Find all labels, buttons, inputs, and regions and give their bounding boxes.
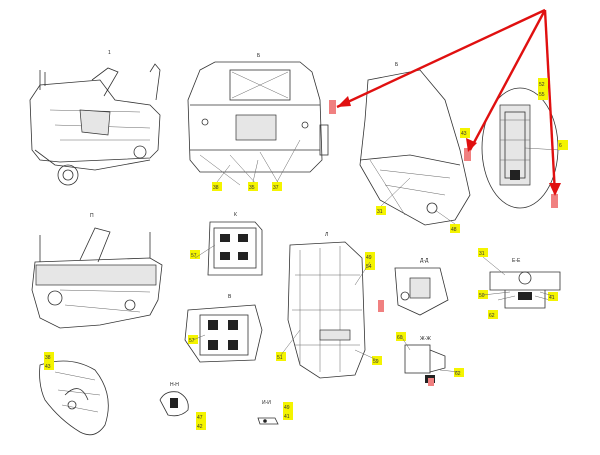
drawing-view-side-right-top: Б bbox=[359, 62, 471, 226]
callout-22: 49 41 bbox=[283, 402, 293, 420]
arrow-to-side-view bbox=[468, 9, 547, 151]
marker-section-ZhZh bbox=[428, 378, 434, 386]
callout-18: 62 bbox=[454, 368, 464, 377]
callout-1: 52 55 bbox=[538, 78, 548, 100]
drawing-view-section-II: И-И bbox=[257, 400, 279, 425]
svg-text:38: 38 bbox=[213, 185, 219, 191]
svg-text:31: 31 bbox=[377, 209, 383, 215]
view-label-2: Б bbox=[257, 53, 261, 59]
drawing-view-section-EE: Е-Е bbox=[489, 258, 561, 309]
callout-21: 47 42 bbox=[196, 412, 206, 430]
svg-text:49: 49 bbox=[366, 255, 372, 261]
svg-text:57: 57 bbox=[189, 338, 195, 344]
callout-8: 48 bbox=[450, 224, 460, 233]
marker-side-view bbox=[464, 148, 471, 161]
arrow-to-rear-view bbox=[336, 8, 546, 109]
callout-12: 50 bbox=[478, 290, 488, 299]
drawing-view-control-panel-lower: В bbox=[184, 294, 263, 363]
arrow-head-oval bbox=[549, 183, 561, 196]
svg-text:51: 51 bbox=[277, 355, 283, 361]
view-label-9: Е-Е bbox=[512, 258, 521, 264]
svg-text:59: 59 bbox=[373, 359, 379, 365]
callout-6: 37 bbox=[272, 182, 282, 191]
callout-10: 49 54 bbox=[365, 252, 375, 270]
svg-text:60: 60 bbox=[397, 335, 403, 341]
view-label-4: П bbox=[90, 213, 94, 219]
svg-text:35: 35 bbox=[249, 185, 255, 191]
svg-text:41: 41 bbox=[284, 414, 290, 420]
view-label-8: Д-Д bbox=[420, 258, 429, 264]
callout-19: 38 43 bbox=[44, 352, 54, 370]
leader-lines bbox=[192, 139, 554, 373]
drawing-view-side-left-middle: П bbox=[31, 213, 163, 329]
svg-text:54: 54 bbox=[366, 264, 372, 270]
callout-17: 60 bbox=[396, 332, 406, 341]
callout-15: 57 bbox=[188, 335, 198, 344]
marker-tall-panel bbox=[378, 300, 384, 312]
view-label-6: В bbox=[228, 294, 232, 300]
svg-text:42: 42 bbox=[197, 424, 203, 430]
drawing-view-side-left-top: 1 bbox=[29, 50, 161, 186]
view-label-5: К bbox=[234, 212, 237, 218]
svg-text:50: 50 bbox=[479, 293, 485, 299]
callout-14: 41 bbox=[548, 292, 558, 301]
svg-text:31: 31 bbox=[479, 251, 485, 257]
arrow-head-rear bbox=[337, 96, 351, 107]
marker-detail-oval bbox=[551, 194, 558, 208]
view-label-11: Н-Н bbox=[170, 382, 179, 388]
drawing-view-control-panel-upper: К bbox=[207, 212, 263, 276]
drawing-view-section-NN: Н-Н bbox=[159, 382, 189, 417]
callout-20: 59 bbox=[372, 356, 382, 365]
drawing-view-section-DD: Д-Д bbox=[394, 258, 449, 316]
svg-text:49: 49 bbox=[284, 405, 290, 411]
svg-text:48: 48 bbox=[451, 227, 457, 233]
red-markers bbox=[329, 100, 558, 386]
arrow-to-detail-oval bbox=[543, 9, 557, 195]
callout-13: 62 bbox=[488, 310, 498, 319]
drawing-view-detail-bottom-left bbox=[39, 360, 109, 436]
svg-text:38: 38 bbox=[45, 355, 51, 361]
red-arrows bbox=[336, 8, 561, 196]
svg-text:62: 62 bbox=[489, 313, 495, 319]
view-label-3: Б bbox=[395, 62, 399, 68]
svg-text:55: 55 bbox=[539, 92, 545, 98]
svg-text:47: 47 bbox=[197, 415, 203, 421]
callout-3: 6 bbox=[558, 140, 568, 150]
svg-text:52: 52 bbox=[539, 82, 545, 88]
svg-text:43: 43 bbox=[461, 131, 467, 137]
svg-text:43: 43 bbox=[45, 364, 51, 370]
callout-11: 31 bbox=[478, 248, 488, 257]
view-label-7: Л bbox=[325, 232, 328, 238]
callout-labels: 52 55 43 6 38 35 37 31 48 bbox=[44, 78, 568, 430]
callout-4: 38 bbox=[212, 182, 222, 191]
marker-rear-view bbox=[329, 100, 336, 114]
callout-16: 51 bbox=[276, 352, 286, 361]
view-label-12: И-И bbox=[262, 400, 271, 406]
callout-2: 43 bbox=[460, 128, 470, 138]
drawing-view-rear-top: Б bbox=[187, 53, 329, 187]
callout-9: 57 bbox=[190, 250, 200, 259]
callout-5: 35 bbox=[248, 182, 258, 191]
drawing-view-section-ZhZh: Ж-Ж bbox=[404, 336, 446, 383]
svg-text:57: 57 bbox=[191, 253, 197, 259]
view-label-10: Ж-Ж bbox=[420, 336, 431, 342]
arrow-head-side bbox=[466, 138, 477, 152]
svg-text:37: 37 bbox=[273, 185, 279, 191]
drawing-view-tall-panel: Л bbox=[287, 232, 366, 379]
svg-text:41: 41 bbox=[549, 295, 555, 301]
svg-text:62: 62 bbox=[455, 371, 461, 377]
callout-7: 31 bbox=[376, 206, 386, 215]
drawing-view-detail-oval bbox=[481, 87, 561, 209]
view-label-1: 1 bbox=[108, 50, 111, 56]
svg-text:6: 6 bbox=[559, 143, 562, 149]
